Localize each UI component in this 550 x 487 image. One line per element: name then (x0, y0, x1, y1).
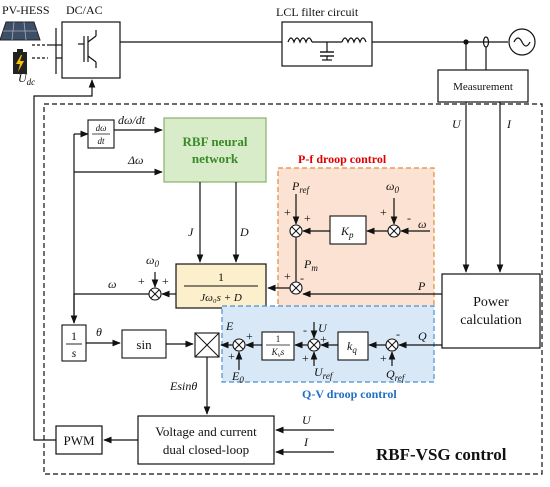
p-ref-label: Pref (291, 179, 311, 195)
qv-plus-2: + (228, 349, 235, 363)
dcac-label: DC/AC (66, 3, 103, 17)
e-label: E (225, 319, 234, 333)
pf-plus-4: + (284, 269, 291, 283)
pf-plus-1: + (284, 205, 291, 219)
meas-i-label: I (506, 117, 512, 131)
converter-box (61, 21, 121, 79)
kp-label: Kp (340, 224, 354, 240)
pv-hess-source: PV-HESS Udc (0, 3, 50, 87)
pf-minus-2: - (300, 271, 304, 285)
omega-plus-2: + (138, 274, 145, 288)
measurement-box (437, 69, 529, 103)
qref-label: Qref (386, 367, 406, 383)
qv-droop-title: Q-V droop control (302, 387, 397, 401)
pf-omega0-label: ω0 (386, 179, 399, 195)
vc-u-input-label: U (302, 413, 312, 427)
inertia-den: Jω₀s + D (200, 292, 242, 304)
integrator-den: s (72, 346, 77, 360)
uref-label: Uref (314, 365, 334, 381)
qv-plus-5: + (380, 351, 387, 365)
kv-num: 1 (276, 334, 281, 344)
power-calculation-box (441, 273, 541, 349)
voltage-current-loop-block (137, 415, 275, 465)
d-label: D (239, 225, 249, 239)
kv-den: Kvs (271, 347, 285, 359)
udc-label: Udc (18, 71, 35, 87)
kp-block (329, 215, 367, 245)
pf-omega-label: ω (418, 217, 426, 231)
battery-icon (13, 49, 27, 74)
inductor-1-icon (287, 37, 313, 44)
qv-minus-2: - (396, 327, 400, 341)
integrator-num: 1 (71, 329, 77, 343)
delta-omega-label: Δω (127, 153, 144, 167)
integrator-block (61, 324, 87, 362)
meas-u-label: U (452, 117, 462, 131)
pf-plus-2: + (304, 211, 311, 225)
vc-line2: dual closed-loop (163, 442, 249, 457)
vc-i-input-label: I (303, 435, 309, 449)
measurement-label: Measurement (453, 81, 513, 93)
vc-line1: Voltage and current (155, 424, 257, 439)
kq-label: kq (347, 339, 357, 355)
pv-hess-label: PV-HESS (2, 3, 50, 17)
igbt-icon (78, 30, 97, 68)
kv-integrator-block (261, 331, 295, 361)
qv-plus-4: + (302, 351, 309, 365)
control-boundary (43, 103, 543, 475)
rbf-vsg-title: RBF-VSG control (376, 445, 507, 464)
omega-plus-1: + (162, 274, 169, 288)
e0-label: E0 (231, 369, 244, 385)
kq-block (337, 331, 369, 361)
inductor-2-icon (341, 37, 367, 44)
esin-theta-label: Esinθ (169, 379, 197, 393)
deriv-num: dω (96, 123, 107, 133)
pwm-label: PWM (63, 433, 95, 448)
omega0-label: ω0 (146, 253, 159, 269)
d-omega-dt-label: dω/dt (118, 113, 146, 127)
qv-plus-1: + (246, 329, 253, 343)
u-feedback-label: U (318, 321, 328, 335)
pf-plus-3: + (380, 205, 387, 219)
rbf-label-line2: network (192, 151, 239, 166)
q-label: Q (418, 329, 427, 343)
sin-label: sin (136, 337, 152, 352)
power-calc-line1: Power (473, 295, 509, 310)
dcac-converter: DC/AC (48, 3, 121, 79)
j-label: J (188, 225, 194, 239)
omega-label: ω (108, 277, 116, 291)
pm-label: Pm (303, 257, 318, 273)
lcl-label: LCL filter circuit (276, 5, 359, 19)
inertia-num: 1 (218, 270, 224, 284)
deriv-den: dt (97, 136, 105, 146)
p-label: P (417, 279, 426, 293)
qv-plus-3: + (320, 332, 327, 346)
pf-droop-title: P-f droop control (298, 152, 387, 166)
solar-panel-icon (0, 21, 41, 41)
pwm-gate-signal-path (33, 79, 96, 441)
lcl-filter (281, 21, 373, 67)
rbf-network-box (163, 117, 267, 183)
qv-minus-1: - (303, 323, 307, 337)
theta-label: θ (96, 325, 102, 339)
power-calc-line2: calculation (460, 313, 521, 328)
rbf-label-line1: RBF neural (183, 134, 248, 149)
pf-minus-1: - (407, 211, 411, 225)
